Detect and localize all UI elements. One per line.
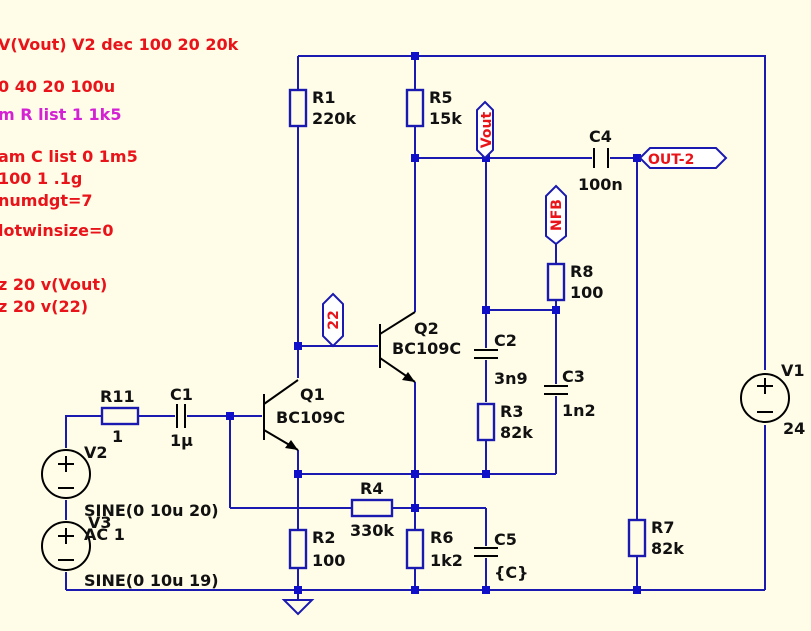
c1-value: 1µ	[170, 431, 193, 450]
r6-value: 1k2	[430, 551, 463, 570]
junction-dot	[294, 470, 302, 478]
q2-model: BC109C	[392, 339, 461, 358]
junction-dot	[294, 586, 302, 594]
out2-label: OUT-2	[648, 152, 694, 168]
directive-options[interactable]: 100 1 .1g	[0, 169, 82, 188]
capacitor-c3[interactable]: C3 1n2	[544, 367, 596, 420]
resistor-r4[interactable]: R4 330k	[350, 479, 394, 540]
r5-name: R5	[429, 88, 452, 107]
c3-name: C3	[562, 367, 585, 386]
junction-dot	[411, 154, 419, 162]
net-label-nfb[interactable]: NFB	[545, 184, 567, 246]
directive-numdgt[interactable]: numdgt=7	[0, 191, 93, 210]
r4-name: R4	[360, 479, 383, 498]
c4-name: C4	[589, 127, 612, 146]
directive-step-c[interactable]: am C list 0 1m5	[0, 147, 138, 166]
junction-dot	[552, 306, 560, 314]
c5-name: C5	[494, 530, 517, 549]
directive-plotwinsize[interactable]: lotwinsize=0	[0, 221, 114, 240]
transistor-q1[interactable]: Q1 BC109C	[263, 379, 345, 451]
r3-value: 82k	[500, 423, 533, 442]
net-label-22[interactable]: 22	[322, 292, 344, 348]
r5-value: 15k	[429, 109, 462, 128]
net-label-out2[interactable]: OUT-2	[638, 147, 728, 169]
r1-name: R1	[312, 88, 335, 107]
r2-value: 100	[312, 551, 345, 570]
v1-name: V1	[781, 361, 805, 380]
r8-value: 100	[570, 283, 603, 302]
voltage-source-v2[interactable]: V2 SINE(0 10u 20)	[41, 443, 219, 520]
r7-value: 82k	[651, 539, 684, 558]
spice-directives: V(Vout) V2 dec 100 20 20k 0 40 20 100u m…	[0, 35, 239, 316]
c3-value: 1n2	[562, 401, 596, 420]
junction-dot	[482, 470, 490, 478]
r11-value: 1	[112, 427, 123, 446]
v3-sine-value: SINE(0 10u 19)	[84, 571, 219, 590]
c5-value: {C}	[494, 563, 529, 582]
r8-name: R8	[570, 262, 593, 281]
resistor-r2[interactable]: R2 100	[288, 528, 345, 570]
c2-value: 3n9	[494, 369, 528, 388]
resistor-r5[interactable]: R5 15k	[405, 88, 462, 128]
v2-value: SINE(0 10u 20)	[84, 501, 219, 520]
nfb-label: NFB	[549, 199, 565, 231]
resistor-r3[interactable]: R3 82k	[476, 402, 533, 442]
junction-dot	[411, 586, 419, 594]
voltage-source-v3[interactable]: V3 AC 1 SINE(0 10u 19)	[41, 513, 219, 590]
capacitor-c2[interactable]: C2 3n9	[474, 331, 528, 388]
junction-dot	[226, 412, 234, 420]
resistor-r11[interactable]: R11 1	[100, 387, 140, 446]
r6-name: R6	[430, 528, 453, 547]
q1-model: BC109C	[276, 408, 345, 427]
junction-dot	[482, 306, 490, 314]
resistor-r7[interactable]: R7 82k	[627, 518, 684, 558]
capacitor-c5[interactable]: C5 {C}	[474, 530, 529, 582]
capacitor-c1[interactable]: C1 1µ	[170, 385, 193, 450]
r2-name: R2	[312, 528, 335, 547]
v1-value: 24	[783, 419, 805, 438]
capacitor-c4[interactable]: C4 100n	[578, 127, 623, 194]
junction-dot	[633, 586, 641, 594]
junction-dot	[294, 342, 302, 350]
directive-four-vout[interactable]: z 20 v(Vout)	[0, 275, 107, 294]
vout-label: Vout	[479, 112, 495, 149]
c1-name: C1	[170, 385, 193, 404]
r11-name: R11	[100, 387, 135, 406]
r3-name: R3	[500, 402, 523, 421]
q1-name: Q1	[300, 385, 325, 404]
wire-top-rail	[298, 55, 766, 370]
directive-ac[interactable]: V(Vout) V2 dec 100 20 20k	[0, 35, 239, 54]
junction-dot	[411, 470, 419, 478]
transistor-q2[interactable]: Q2 BC109C	[379, 311, 461, 383]
voltage-source-v1[interactable]: V1 24	[740, 361, 805, 438]
v3-name: V3	[88, 513, 112, 532]
r7-name: R7	[651, 518, 674, 537]
v3-ac-value: AC 1	[84, 525, 125, 544]
resistor-r8[interactable]: R8 100	[546, 262, 603, 302]
r4-value: 330k	[350, 521, 394, 540]
resistor-r6[interactable]: R6 1k2	[405, 528, 463, 570]
junction-dot	[411, 504, 419, 512]
directive-four-22[interactable]: z 20 v(22)	[0, 297, 88, 316]
node22-label: 22	[326, 310, 342, 329]
v2-name: V2	[84, 443, 108, 462]
r1-value: 220k	[312, 109, 356, 128]
junction-dot	[482, 586, 490, 594]
directive-tran[interactable]: 0 40 20 100u	[0, 77, 115, 96]
wire-v2-in	[65, 415, 102, 448]
q2-name: Q2	[414, 319, 439, 338]
junction-dot	[633, 154, 641, 162]
ground-symbol[interactable]	[281, 599, 315, 616]
c2-name: C2	[494, 331, 517, 350]
directive-step-r[interactable]: m R list 1 1k5	[0, 105, 121, 124]
resistor-r1[interactable]: R1 220k	[288, 88, 356, 128]
net-label-vout[interactable]: Vout	[476, 100, 495, 160]
c4-value: 100n	[578, 175, 623, 194]
junction-dot	[411, 52, 419, 60]
